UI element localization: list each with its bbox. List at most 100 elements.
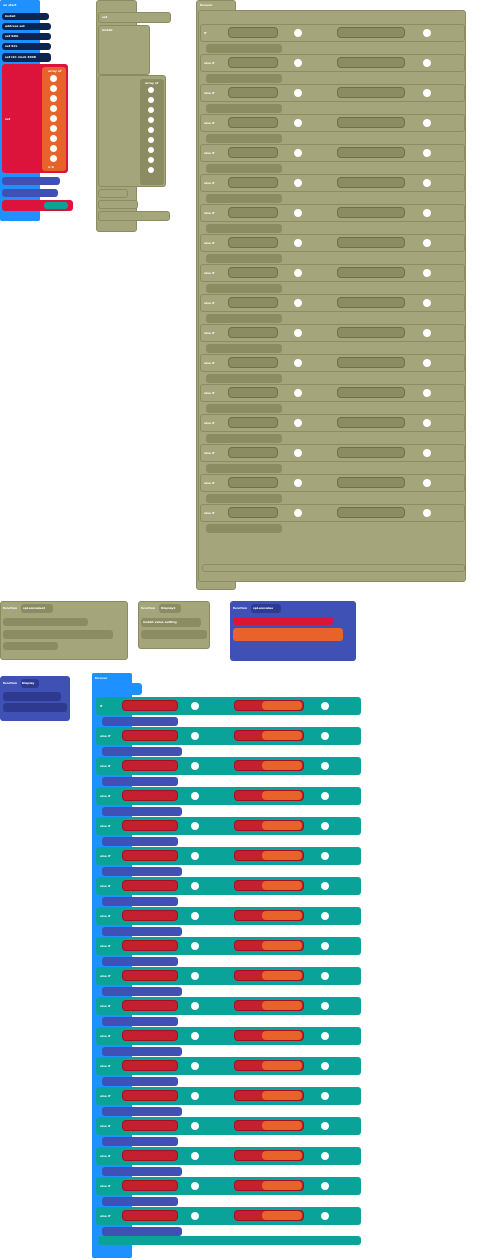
value-circle[interactable] (191, 1152, 199, 1160)
value-circle[interactable] (191, 882, 199, 890)
get-value-pill[interactable] (337, 87, 405, 98)
value-circle[interactable] (191, 972, 199, 980)
digital-read-pill[interactable] (122, 760, 178, 771)
array-value-circle[interactable] (148, 97, 154, 103)
navy-block-5[interactable] (2, 53, 51, 62)
spLamvalue-change[interactable] (233, 617, 333, 625)
olive-call-row[interactable] (206, 104, 282, 113)
value-circle[interactable] (423, 149, 431, 157)
array-value-circle[interactable] (50, 105, 57, 112)
value-circle[interactable] (294, 329, 302, 337)
value-circle[interactable] (423, 119, 431, 127)
digital-read-pill[interactable] (228, 57, 278, 68)
digital-read-pill[interactable] (228, 267, 278, 278)
digital-read-pill[interactable] (228, 327, 278, 338)
digital-read-pill[interactable] (228, 447, 278, 458)
get-value-pill[interactable] (337, 417, 405, 428)
teal-call-row[interactable] (102, 717, 178, 726)
value-circle[interactable] (191, 1032, 199, 1040)
olive-call-row[interactable] (206, 464, 282, 473)
value-circle[interactable] (294, 239, 302, 247)
teal-call-row[interactable] (102, 777, 178, 786)
display-row-2[interactable] (3, 703, 67, 712)
digital-read-pill[interactable] (228, 387, 278, 398)
digital-read-pill[interactable] (228, 177, 278, 188)
olive-call-row[interactable] (206, 314, 282, 323)
display2-row-1[interactable] (141, 618, 201, 627)
value-circle[interactable] (191, 702, 199, 710)
value-circle[interactable] (321, 1002, 329, 1010)
olive-call-row[interactable] (206, 404, 282, 413)
function-spLamvalue2-name[interactable] (21, 604, 53, 613)
olive-block-b1[interactable] (98, 189, 128, 198)
digital-read-pill[interactable] (228, 507, 278, 518)
teal-call-row[interactable] (102, 1077, 178, 1086)
value-circle[interactable] (191, 942, 199, 950)
value-circle[interactable] (321, 792, 329, 800)
function-row-3[interactable] (3, 642, 58, 650)
get-value-pill[interactable] (337, 147, 405, 158)
digital-read-pill[interactable] (122, 880, 178, 891)
olive-call-row[interactable] (206, 284, 282, 293)
value-circle[interactable] (191, 1062, 199, 1070)
array-value-circle[interactable] (148, 167, 154, 173)
value-circle[interactable] (423, 269, 431, 277)
olive-call-row[interactable] (206, 224, 282, 233)
function-display-name[interactable] (21, 679, 39, 688)
teal-call-row[interactable] (102, 897, 178, 906)
teal-call-row[interactable] (102, 747, 182, 756)
teal-call-row[interactable] (102, 1017, 178, 1026)
get-value-pill[interactable] (337, 57, 405, 68)
value-circle[interactable] (321, 702, 329, 710)
value-circle[interactable] (294, 509, 302, 517)
olive-call-row[interactable] (206, 74, 282, 83)
digital-read-pill[interactable] (122, 1060, 178, 1071)
navy-block-2[interactable] (2, 23, 51, 30)
digital-read-pill[interactable] (122, 790, 178, 801)
digital-read-pill[interactable] (122, 700, 178, 711)
olive-call-row[interactable] (206, 44, 282, 53)
value-circle[interactable] (321, 1062, 329, 1070)
forever-teal-end[interactable] (98, 1236, 361, 1245)
value-circle[interactable] (294, 359, 302, 367)
value-circle[interactable] (294, 389, 302, 397)
value-circle[interactable] (423, 509, 431, 517)
spLamvalue-set[interactable] (233, 628, 343, 641)
value-circle[interactable] (191, 1182, 199, 1190)
value-circle[interactable] (294, 179, 302, 187)
value-circle[interactable] (423, 239, 431, 247)
array-value-circle[interactable] (50, 125, 57, 132)
display2-row-2[interactable] (141, 630, 207, 639)
digital-read-pill[interactable] (122, 1000, 178, 1011)
teal-value-pill[interactable] (44, 202, 68, 209)
digital-read-pill[interactable] (122, 970, 178, 981)
value-circle[interactable] (321, 762, 329, 770)
get-value-pill[interactable] (337, 507, 405, 518)
value-circle[interactable] (191, 912, 199, 920)
teal-call-row[interactable] (102, 927, 182, 936)
value-circle[interactable] (423, 479, 431, 487)
navy-block-3[interactable] (2, 33, 51, 40)
forever-teal-body[interactable] (94, 683, 142, 695)
value-circle[interactable] (423, 359, 431, 367)
value-circle[interactable] (191, 1002, 199, 1010)
value-circle[interactable] (191, 762, 199, 770)
navy-block-1[interactable] (2, 13, 49, 20)
digital-read-pill[interactable] (228, 117, 278, 128)
navy-block-8[interactable] (2, 200, 73, 211)
digital-read-pill[interactable] (228, 147, 278, 158)
value-circle[interactable] (294, 449, 302, 457)
array-value-circle[interactable] (50, 155, 57, 162)
get-value-pill[interactable] (337, 177, 405, 188)
olive-call-row[interactable] (206, 524, 282, 533)
value-circle[interactable] (321, 972, 329, 980)
navy-block-4[interactable] (2, 43, 51, 50)
digital-read-pill[interactable] (122, 1120, 178, 1131)
value-circle[interactable] (321, 1092, 329, 1100)
value-circle[interactable] (191, 852, 199, 860)
value-circle[interactable] (191, 1092, 199, 1100)
value-circle[interactable] (321, 1182, 329, 1190)
value-circle[interactable] (321, 1032, 329, 1040)
function-row-1[interactable] (3, 618, 88, 626)
value-circle[interactable] (423, 29, 431, 37)
